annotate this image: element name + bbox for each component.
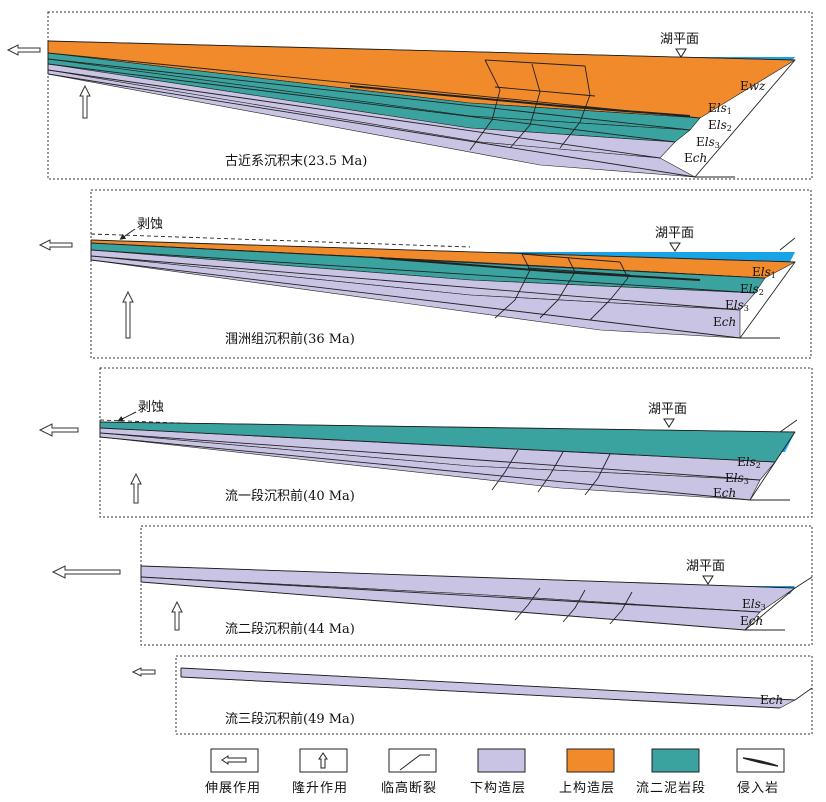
uplift-arrow-icon <box>171 600 183 631</box>
unit-label-ech: Ech <box>740 614 763 628</box>
unit-label-els1: Els1 <box>708 101 732 116</box>
panel-3-frame <box>99 367 813 518</box>
legend-label: 临高断裂 <box>381 780 437 796</box>
panel-2: 剥蚀 湖平面 Els1 Els2 Els3 <box>38 189 812 359</box>
panel-1-frame <box>47 11 813 180</box>
unit-label-els2: Els2 <box>740 282 764 297</box>
extension-arrow-icon <box>38 423 79 437</box>
uplift-arrow-icon <box>79 84 91 119</box>
uplift-arrow-icon <box>122 290 134 339</box>
unit-label-els3: Els3 <box>696 135 720 150</box>
legend: 伸展作用 隆升作用 临高断裂 下构造层 上构造层 流二泥岩段 <box>205 748 785 796</box>
lake-label: 湖平面 <box>686 559 725 574</box>
panel-caption: 流一段沉积前(40 Ma) <box>225 488 355 504</box>
legend-label: 流二泥岩段 <box>636 781 706 796</box>
mudstone-swatch <box>651 748 700 773</box>
erosion-label: 剥蚀 <box>138 400 164 415</box>
unit-label-els2: Els2 <box>737 455 761 470</box>
panel-5-frame <box>175 655 813 735</box>
erosion-label: 剥蚀 <box>137 217 163 232</box>
legend-item: 下构造层 <box>470 748 526 796</box>
lake-level-marker-icon <box>669 242 681 252</box>
extension-arrow-icon <box>51 565 121 579</box>
fault-lines <box>494 253 631 321</box>
unit-label-ech: Ech <box>684 151 707 165</box>
extension-arrow-icon <box>131 667 156 677</box>
lake-label: 湖平面 <box>648 402 687 417</box>
unit-label-els2: Els2 <box>708 118 732 133</box>
extension-arrow-icon <box>6 44 41 56</box>
lake-level-marker-icon <box>702 575 714 585</box>
legend-item: 伸展作用 <box>205 748 261 796</box>
panel-3: 剥蚀 湖平面 Els2 Els3 Ech 流一段沉积前(40 Ma) <box>38 367 813 518</box>
unit-label-els3: Els3 <box>725 471 749 486</box>
unit-label-els3: Els3 <box>742 597 766 612</box>
legend-label: 隆升作用 <box>292 781 348 796</box>
panel-4-frame <box>140 525 813 646</box>
panel-4: 湖平面 Els3 Ech 流二段沉积前(44 Ma) <box>51 525 813 646</box>
lake-label: 湖平面 <box>660 32 699 47</box>
unit-label-ewz: Ewz <box>740 79 766 93</box>
unit-label-ech: Ech <box>713 486 736 500</box>
lower-layer-swatch <box>477 748 526 773</box>
uplift-arrow-icon <box>318 752 328 769</box>
unit-label-els3: Els3 <box>725 298 749 313</box>
lake-label: 湖平面 <box>655 226 694 241</box>
uplift-arrow-icon <box>130 472 142 504</box>
legend-item: 流二泥岩段 <box>636 748 706 796</box>
extension-arrow-icon <box>38 239 73 251</box>
unit-label-els1: Els1 <box>752 265 776 280</box>
panel-5: Ech 流三段沉积前(49 Ma) <box>131 655 813 735</box>
legend-item: 隆升作用 <box>292 748 348 796</box>
erosion-surface <box>99 419 361 431</box>
legend-label: 伸展作用 <box>205 781 261 796</box>
intrusive-icon <box>742 757 779 767</box>
fault-icon <box>399 754 430 771</box>
lower-layer-ch <box>180 667 797 709</box>
fault-lines <box>491 449 611 496</box>
panel-2-frame <box>90 189 812 359</box>
legend-item: 上构造层 <box>559 748 615 796</box>
panel-1: 湖平面 Ewz Els1 Els2 Els3 Ech 古近系沉积末(23.5 M… <box>6 11 813 180</box>
intrusive-body <box>379 257 701 281</box>
panel-caption: 流三段沉积前(49 Ma) <box>225 711 355 727</box>
intrusive-body <box>349 85 691 117</box>
extension-arrow-icon <box>221 755 247 765</box>
panel-caption: 涠洲组沉积前(36 Ma) <box>225 331 355 347</box>
erosion-surface <box>90 233 471 248</box>
lake-level-marker-icon <box>663 418 675 428</box>
fault-lines <box>514 587 633 625</box>
legend-item: 临高断裂 <box>381 748 437 796</box>
unit-label-ech: Ech <box>713 315 736 329</box>
legend-label: 侵入岩 <box>737 780 779 796</box>
panel-caption: 古近系沉积末(23.5 Ma) <box>225 154 367 169</box>
legend-item: 侵入岩 <box>736 748 785 796</box>
unit-label-ech: Ech <box>760 693 783 707</box>
legend-label: 上构造层 <box>559 781 615 796</box>
upper-layer-swatch <box>566 748 615 773</box>
panel-caption: 流二段沉积前(44 Ma) <box>225 621 355 637</box>
lake-level-marker-icon <box>675 48 687 58</box>
legend-label: 下构造层 <box>470 781 526 796</box>
